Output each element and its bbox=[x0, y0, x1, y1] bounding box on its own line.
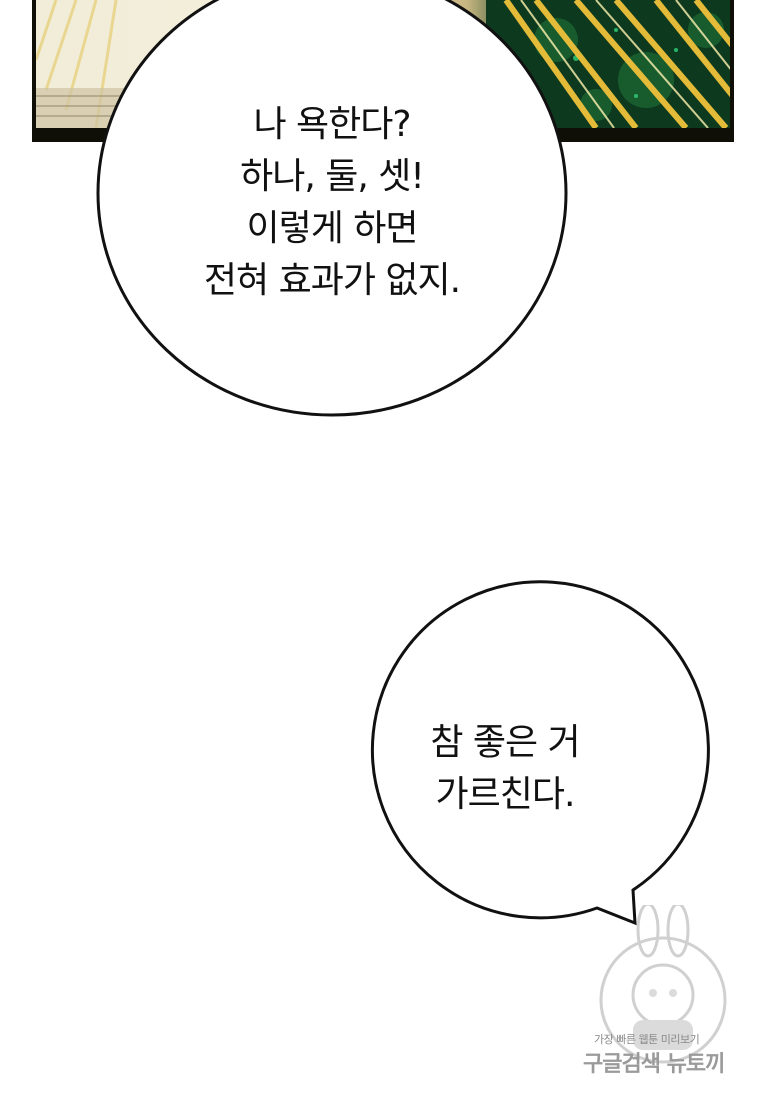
dialogue-line: 나 욕한다? bbox=[253, 104, 411, 145]
speed-lines-art bbox=[36, 0, 730, 128]
speech-bubble-text: 나 욕한다? 하나, 둘, 셋! 이렇게 하면 전혀 효과가 없지. bbox=[203, 99, 461, 307]
dialogue-line: 이렇게 하면 bbox=[246, 208, 418, 249]
speech-bubble-text: 참 좋은 거 가르친다. bbox=[430, 717, 580, 821]
speech-bubble-bottom: 참 좋은 거 가르친다. bbox=[335, 580, 710, 945]
watermark-tagline: 가장 빠른 웹툰 미리보기 bbox=[594, 1033, 700, 1046]
speech-bubble-shape bbox=[370, 580, 710, 926]
watermark-site-name: 구글검색 뉴토끼 bbox=[583, 1052, 725, 1077]
dialogue-line: 가르친다. bbox=[435, 774, 576, 815]
watermark-mascot-logo bbox=[599, 905, 727, 1064]
dialogue-line: 참 좋은 거 bbox=[430, 722, 580, 763]
speech-bubble-shape bbox=[96, 0, 568, 417]
dialogue-line: 하나, 둘, 셋! bbox=[240, 156, 425, 197]
dialogue-line: 전혀 효과가 없지. bbox=[203, 260, 461, 301]
speech-bubble-top: 나 욕한다? 하나, 둘, 셋! 이렇게 하면 전혀 효과가 없지. bbox=[96, 0, 568, 420]
